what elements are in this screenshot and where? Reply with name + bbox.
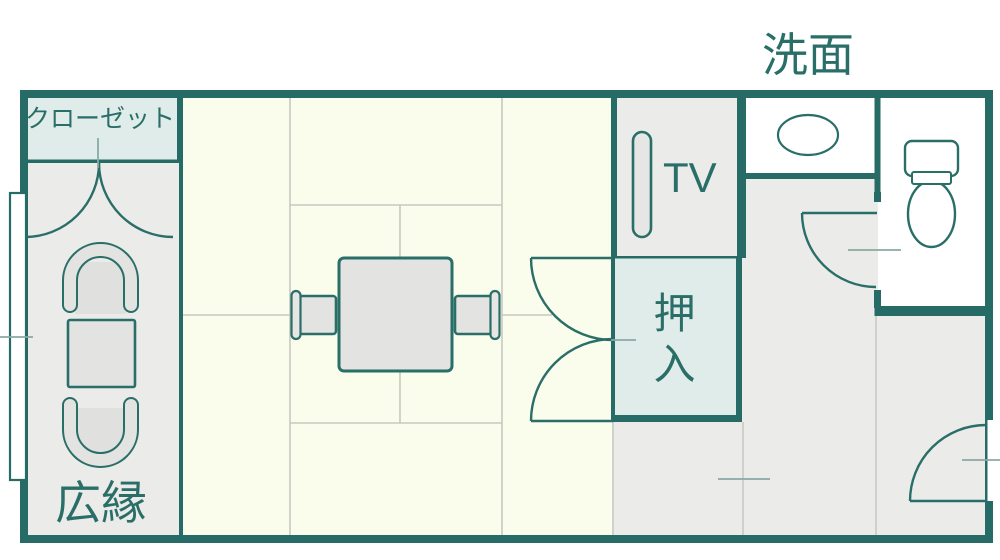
toilet [903, 139, 960, 249]
armchair-top [62, 242, 139, 313]
low-table [337, 256, 454, 373]
entry-door-arc [908, 423, 987, 502]
futon-closet-fill [612, 256, 742, 422]
veranda-furniture [62, 242, 139, 468]
toilet-tank [903, 139, 960, 178]
wall-tv-left [611, 98, 617, 258]
toilet-bowl [906, 179, 957, 249]
closet-area-fill [20, 90, 180, 162]
closet-door-left-arc [24, 162, 101, 239]
chair-left-seat [297, 294, 338, 336]
wall-right-upper [985, 90, 993, 420]
veranda-table [66, 318, 137, 389]
wall-toilet-bottom [874, 306, 993, 316]
walls [20, 90, 993, 543]
wall-tv-right [737, 98, 746, 258]
tatami-grid [183, 98, 552, 535]
tatami-furniture [290, 256, 501, 373]
wall-right-lower [985, 501, 993, 543]
label-futon-closet: 押入 [648, 291, 695, 393]
closet-door-right-arc [97, 162, 174, 239]
toilet-seat-hinge [911, 171, 952, 185]
washroom-door-arc [800, 212, 877, 289]
futon-closet-border-right [736, 256, 742, 422]
wall-toilet-left-upper [874, 98, 881, 202]
closet-border-right [177, 98, 181, 163]
wall-toilet-left-lower [874, 290, 881, 308]
wall-veranda-tatami [179, 98, 183, 535]
futon-door-bottom-arc [529, 337, 614, 422]
chair-right-back [489, 289, 501, 341]
doors [24, 162, 987, 503]
tv-stand [631, 130, 653, 239]
wall-top [20, 90, 993, 98]
wall-toilet-left-jamb [874, 192, 881, 202]
washbasin [776, 113, 840, 157]
label-washroom: 洗面 [762, 29, 854, 81]
label-tv: TV [663, 154, 717, 201]
futon-door-top-arc [529, 257, 614, 342]
closet-border-bottom [20, 159, 181, 163]
chair-right-seat [453, 294, 494, 336]
chair-left-back [290, 289, 302, 341]
label-veranda: 広縁 [55, 477, 147, 529]
door-markers [0, 138, 1000, 480]
futon-closet-border-top [611, 256, 742, 259]
wall-bottom [20, 535, 993, 543]
futon-closet-border-bottom [611, 415, 742, 422]
label-closet: クローゼット [24, 105, 175, 133]
wall-washroom-bottom [743, 173, 878, 179]
armchair-seat [75, 262, 126, 314]
armchair-bottom [62, 397, 139, 468]
